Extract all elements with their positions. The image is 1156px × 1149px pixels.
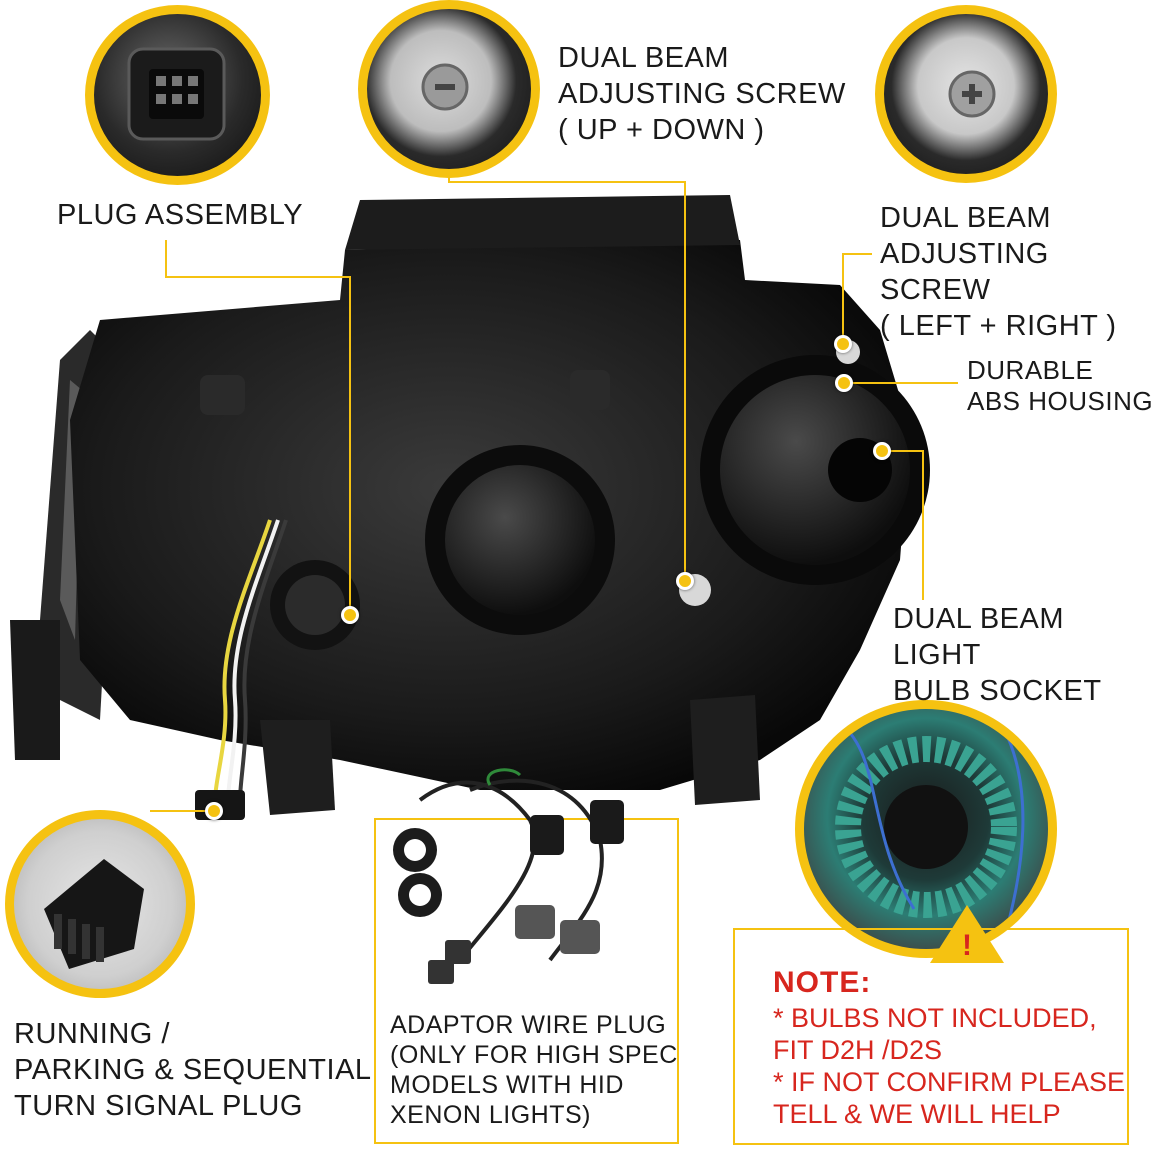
leader-plug-v2 xyxy=(349,276,351,611)
adaptor-wire-illustration xyxy=(393,768,624,984)
screw-updown-label: DUAL BEAM ADJUSTING SCREW ( UP + DOWN ) xyxy=(558,42,846,146)
housing-label: DURABLE ABS HOUSING xyxy=(967,355,1154,416)
screw-icon xyxy=(421,63,469,111)
screw-leftright-label: DUAL BEAM ADJUSTING SCREW ( LEFT + RIGHT… xyxy=(880,202,1117,342)
screw-leftright-zoom xyxy=(875,5,1057,183)
warning-icon: ! xyxy=(930,905,1004,963)
adaptor-wire-label: ADAPTOR WIRE PLUG (ONLY FOR HIGH SPEC MO… xyxy=(390,1011,678,1129)
leader-turn-h xyxy=(150,810,212,812)
leader-screw-updown-v2 xyxy=(684,181,686,581)
screw-updown-zoom xyxy=(358,0,540,178)
turn-signal-label: RUNNING / PARKING & SEQUENTIAL TURN SIGN… xyxy=(14,1018,372,1122)
dot-housing xyxy=(835,374,853,392)
note-box xyxy=(733,928,1129,1145)
leader-screw-updown-h xyxy=(448,181,686,183)
dot-plug xyxy=(341,606,359,624)
leader-plug-v1 xyxy=(165,240,167,278)
note-content: NOTE: * BULBS NOT INCLUDED, FIT D2H /D2S… xyxy=(773,966,1125,1130)
leader-socket-v xyxy=(922,450,924,600)
screw-icon xyxy=(948,70,996,118)
plug-icon xyxy=(127,47,226,141)
leader-housing-h xyxy=(846,382,958,384)
clip-ring-icon xyxy=(833,717,1025,940)
bulb-socket-label: DUAL BEAM LIGHT BULB SOCKET xyxy=(893,603,1102,707)
note-line-1: * BULBS NOT INCLUDED, FIT D2H /D2S xyxy=(773,1003,1097,1065)
adaptor-wire-box xyxy=(374,818,679,1144)
leader-screw-lr-h xyxy=(842,253,872,255)
bulb-socket-detail-zoom xyxy=(795,700,1057,958)
plug-assembly-label: PLUG ASSEMBLY xyxy=(57,199,304,231)
turn-signal-plug-zoom xyxy=(5,810,195,998)
dot-socket xyxy=(873,442,891,460)
leader-socket-h xyxy=(884,450,924,452)
plug-icon xyxy=(44,859,144,969)
plug-assembly-zoom xyxy=(85,5,270,185)
leader-plug-h xyxy=(165,276,350,278)
dot-screw-lr xyxy=(834,335,852,353)
warning-symbol: ! xyxy=(962,929,972,962)
note-title: NOTE: xyxy=(773,966,872,999)
note-line-2: * IF NOT CONFIRM PLEASE TELL & WE WILL H… xyxy=(773,1067,1126,1129)
leader-screw-lr-v xyxy=(842,253,844,343)
dot-turn xyxy=(205,802,223,820)
dot-screw-updown xyxy=(676,572,694,590)
